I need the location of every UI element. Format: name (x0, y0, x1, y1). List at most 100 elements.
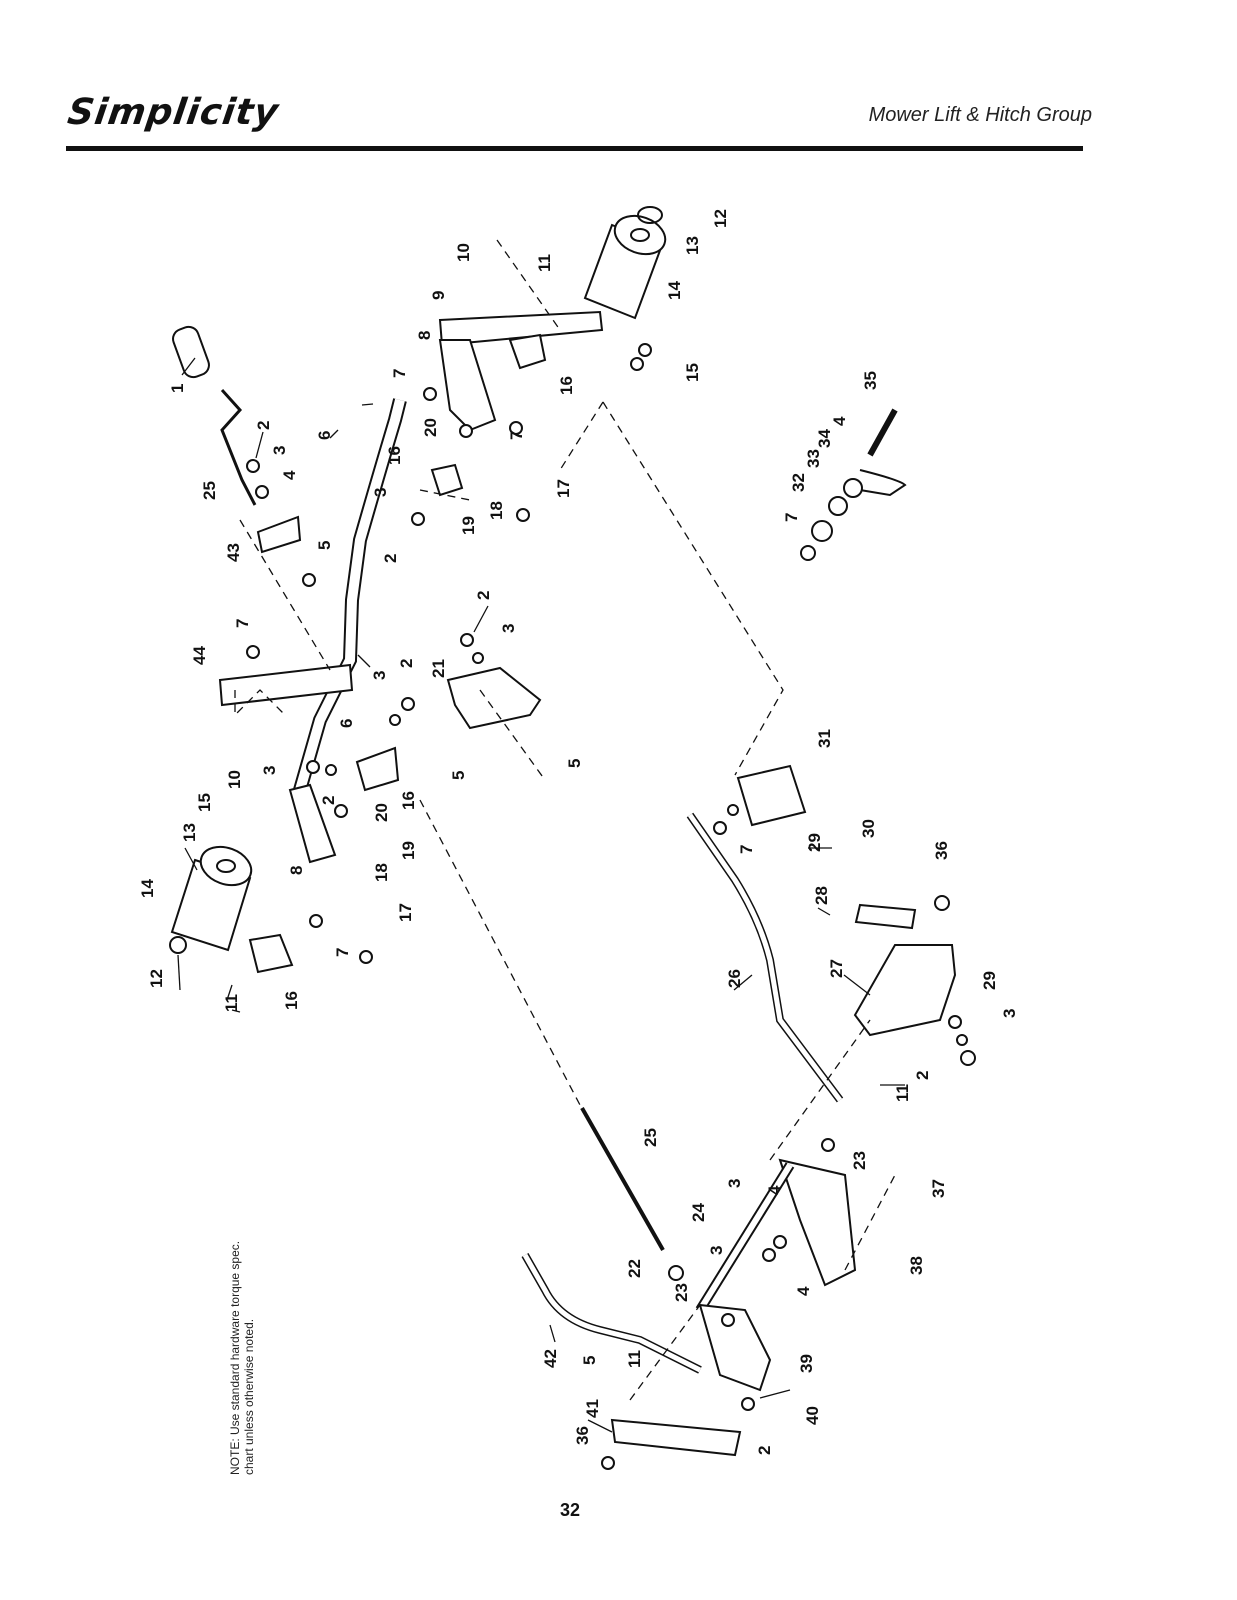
arm-9 (438, 310, 604, 347)
section-title: Mower Lift & Hitch Group (868, 104, 1092, 126)
callout: 17 (396, 903, 415, 922)
callout: 15 (195, 793, 214, 812)
washer (325, 764, 337, 776)
nut (309, 914, 323, 928)
washer (472, 652, 484, 664)
callout: 6 (315, 431, 334, 440)
callout: 7 (233, 619, 252, 628)
callout: 37 (929, 1179, 948, 1198)
nut (960, 1050, 976, 1066)
callout: 27 (827, 959, 846, 978)
callout: 15 (683, 363, 702, 382)
callout: 44 (190, 646, 209, 665)
callout: 26 (725, 969, 744, 988)
callout: 19 (399, 841, 418, 860)
lift-handle-rod (220, 388, 257, 506)
washer (246, 459, 260, 473)
bracket-27 (853, 944, 957, 1037)
callout: 5 (565, 759, 584, 768)
callout: 41 (583, 1399, 602, 1418)
callout: 16 (399, 791, 418, 810)
callout: 2 (381, 554, 400, 563)
callout: 8 (287, 866, 306, 875)
page-number: 32 (560, 1500, 581, 1520)
callout: 3 (707, 1246, 726, 1255)
plate-8-top (438, 339, 497, 432)
washer (721, 1313, 735, 1327)
handle-grip (172, 325, 210, 379)
callout: 17 (554, 479, 573, 498)
washer (459, 424, 473, 438)
washer (821, 1138, 835, 1152)
callout: 10 (454, 243, 473, 262)
nut (509, 421, 523, 435)
callout: 29 (980, 971, 999, 990)
pivot-bracket-24 (778, 1158, 857, 1287)
callout: 18 (372, 863, 391, 882)
callout: 2 (755, 1446, 774, 1455)
nut (713, 821, 727, 835)
callout: 25 (200, 481, 219, 500)
callout: 12 (711, 209, 730, 228)
callout: 38 (907, 1256, 926, 1275)
washer (762, 1248, 776, 1262)
callout: 7 (390, 369, 409, 378)
hitch-rod (686, 812, 844, 1103)
callout: 3 (371, 488, 390, 497)
callout: 36 (932, 841, 951, 860)
callout: 39 (797, 1354, 816, 1373)
callout: 35 (861, 371, 880, 390)
nut (516, 508, 530, 522)
callout: 19 (459, 516, 478, 535)
nut (601, 1456, 615, 1470)
bolt-35 (867, 408, 898, 457)
washer (638, 343, 652, 357)
callout: 11 (893, 1084, 912, 1102)
callout: 11 (535, 254, 554, 272)
callout: 9 (429, 291, 448, 300)
bracket-31 (736, 764, 807, 827)
callout: 6 (337, 719, 356, 728)
callout: 11 (625, 1350, 644, 1368)
callout: 34 (815, 429, 834, 448)
callout: 3 (260, 766, 279, 775)
nut (423, 387, 437, 401)
callout: 2 (913, 1071, 932, 1080)
callout: 2 (397, 659, 416, 668)
bracket-16-top (508, 333, 547, 370)
nut (460, 633, 474, 647)
washer (727, 804, 739, 816)
plate-8-left (288, 783, 337, 864)
callout: 33 (804, 449, 823, 468)
callout: 36 (573, 1426, 592, 1445)
callout: 3 (270, 446, 289, 455)
washer (956, 1034, 968, 1046)
callout: 2 (254, 421, 273, 430)
bracket-21 (446, 666, 542, 730)
bracket-43 (256, 515, 302, 554)
callout: 20 (421, 418, 440, 437)
callout: 18 (487, 501, 506, 520)
pin-34 (859, 469, 907, 497)
nut (800, 545, 816, 561)
washer (948, 1015, 962, 1029)
callout: 2 (319, 796, 338, 805)
callout: 13 (180, 823, 199, 842)
callout: 5 (449, 771, 468, 780)
callout: 22 (625, 1259, 644, 1278)
washer (255, 485, 269, 499)
bracket-16-left (355, 746, 400, 792)
nut (359, 950, 373, 964)
callout: 23 (850, 1151, 869, 1170)
callout: 14 (665, 281, 684, 300)
callout: 16 (385, 446, 404, 465)
callout: 3 (725, 1179, 744, 1188)
callout: 40 (803, 1406, 822, 1425)
torque-note: NOTE: Use standard hardware torque spec.… (228, 1240, 256, 1475)
nut (401, 697, 415, 711)
nut (741, 1397, 755, 1411)
callout: 13 (683, 236, 702, 255)
callout: 11 (222, 994, 241, 1012)
callout: 3 (499, 624, 518, 633)
